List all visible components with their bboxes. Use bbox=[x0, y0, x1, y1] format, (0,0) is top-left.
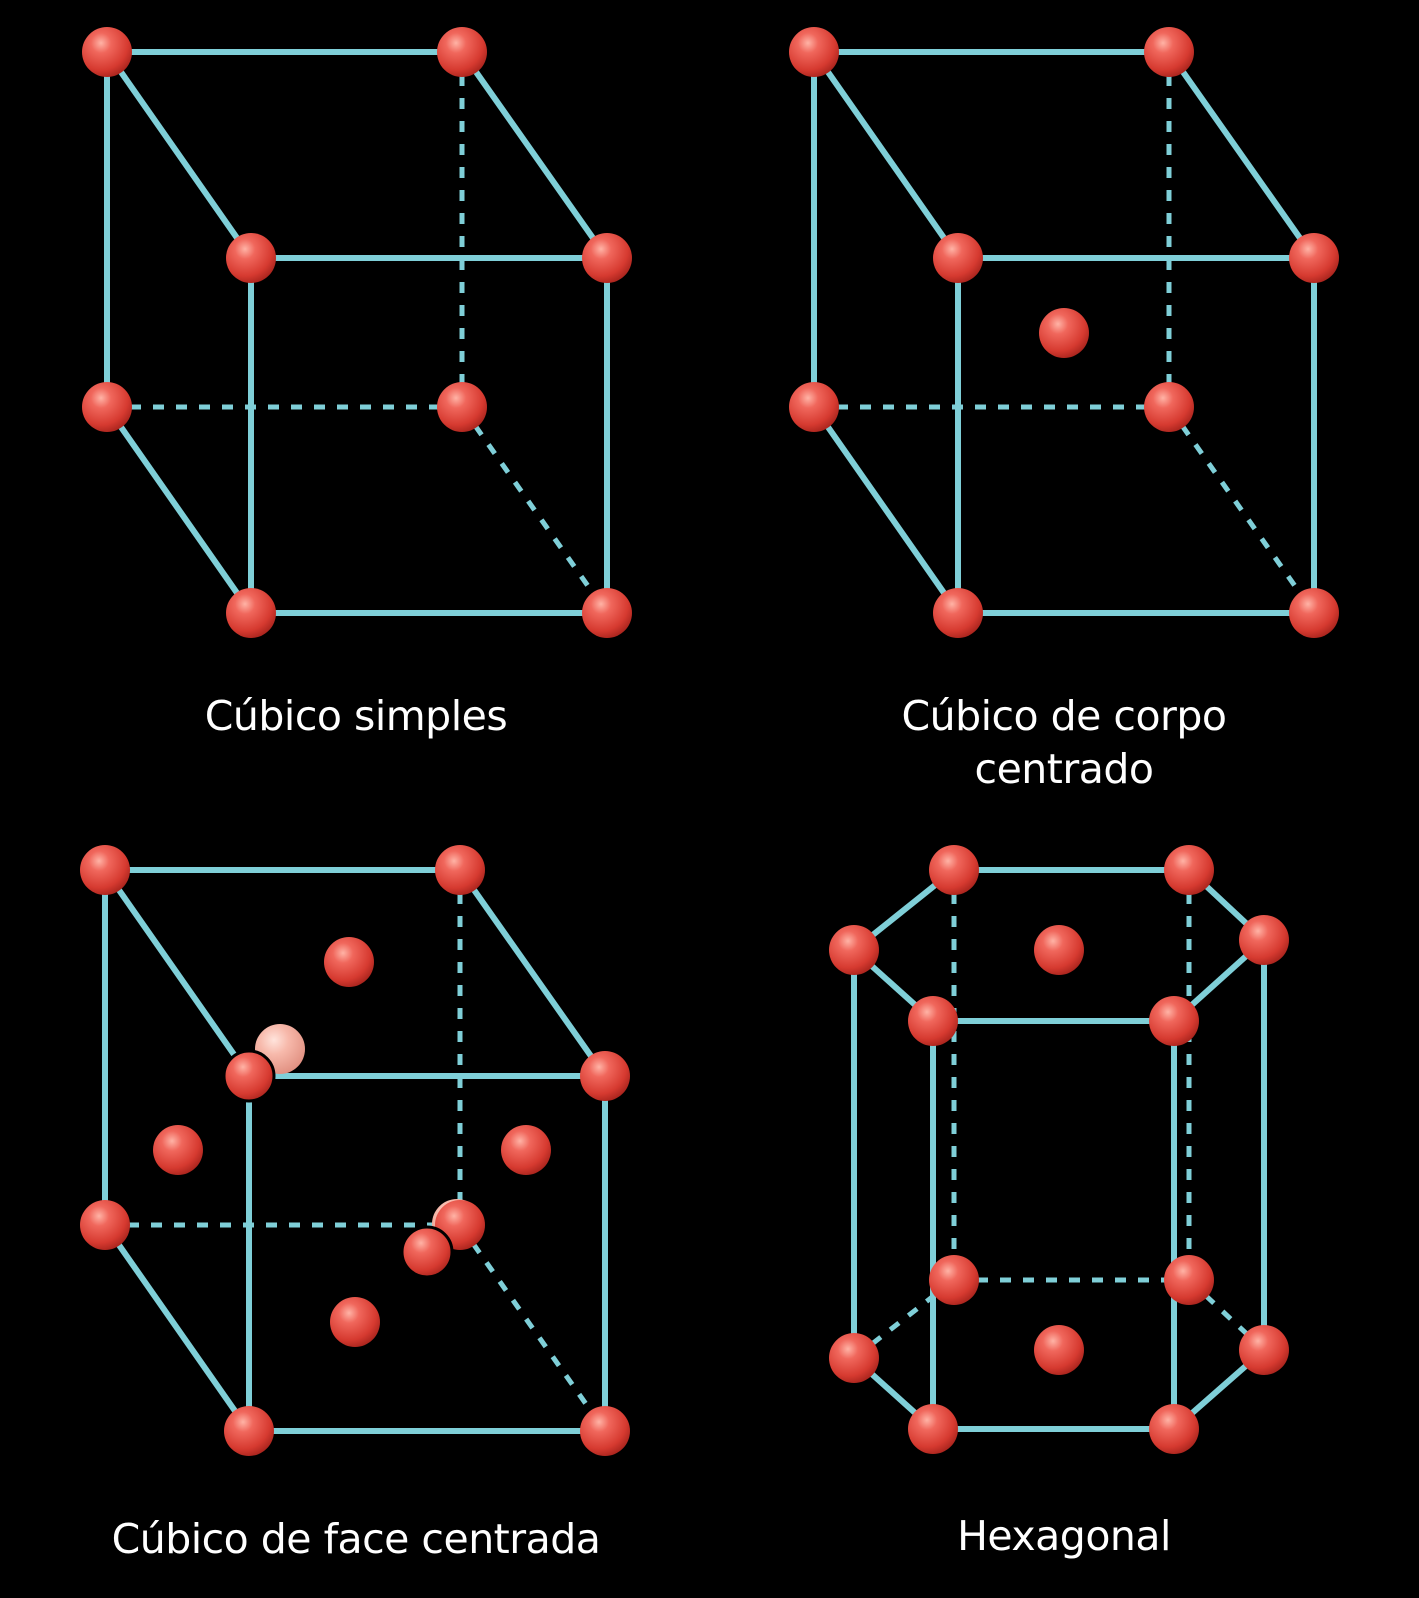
caption-line: Cúbico de corpo bbox=[901, 692, 1227, 740]
caption-face-centered-cubic: Cúbico de face centrada bbox=[56, 1513, 656, 1566]
caption-line: Cúbico simples bbox=[204, 692, 508, 740]
corner-atom bbox=[582, 588, 632, 638]
corner-atom bbox=[222, 1049, 276, 1103]
bond-line bbox=[102, 1223, 252, 1433]
caption-line: centrado bbox=[974, 745, 1154, 793]
corner-atom bbox=[80, 845, 130, 895]
vertex-atom bbox=[1149, 1404, 1199, 1454]
bond-line bbox=[1166, 50, 1317, 260]
face-center-atom bbox=[324, 937, 374, 987]
face-center-atom bbox=[400, 1225, 454, 1279]
vertex-atom bbox=[1164, 845, 1214, 895]
corner-atom bbox=[933, 233, 983, 283]
caption-simple-cubic: Cúbico simples bbox=[56, 690, 656, 743]
caption-line: Cúbico de face centrada bbox=[111, 1515, 601, 1563]
corner-atom bbox=[435, 845, 485, 895]
vertex-atom bbox=[829, 1333, 879, 1383]
corner-atom bbox=[1144, 382, 1194, 432]
corner-atom bbox=[933, 588, 983, 638]
corner-atom bbox=[789, 382, 839, 432]
caption-hexagonal: Hexagonal bbox=[764, 1510, 1364, 1563]
vertex-atom bbox=[1239, 1325, 1289, 1375]
corner-atom bbox=[437, 382, 487, 432]
corner-atom bbox=[224, 1406, 274, 1456]
bond-line bbox=[102, 868, 252, 1078]
corner-atom bbox=[437, 27, 487, 77]
corner-atom bbox=[80, 1200, 130, 1250]
vertex-atom bbox=[929, 1255, 979, 1305]
vertex-atom bbox=[908, 1404, 958, 1454]
face-center-atom bbox=[330, 1297, 380, 1347]
corner-atom bbox=[580, 1051, 630, 1101]
vertex-atom bbox=[829, 925, 879, 975]
caption-body-centered-cubic: Cúbico de corpo centrado bbox=[764, 690, 1364, 796]
face-center-atom bbox=[153, 1125, 203, 1175]
corner-atom bbox=[1289, 588, 1339, 638]
bond-line bbox=[457, 868, 608, 1078]
face-center-atom bbox=[501, 1125, 551, 1175]
corner-atom bbox=[82, 27, 132, 77]
basal-center-atom bbox=[1034, 925, 1084, 975]
vertex-atom bbox=[908, 996, 958, 1046]
vertex-atom bbox=[1164, 1255, 1214, 1305]
body-center-atom bbox=[1039, 308, 1089, 358]
corner-atom bbox=[789, 27, 839, 77]
bond-line bbox=[104, 50, 254, 260]
hidden-bond-line bbox=[459, 405, 610, 615]
vertex-atom bbox=[1239, 915, 1289, 965]
caption-line: Hexagonal bbox=[957, 1512, 1171, 1560]
hidden-bond-line bbox=[1187, 1278, 1266, 1352]
corner-atom bbox=[1289, 233, 1339, 283]
hidden-bond-line bbox=[1166, 405, 1317, 615]
vertex-atom bbox=[929, 845, 979, 895]
hidden-bond-line bbox=[457, 1223, 608, 1433]
vertex-atom bbox=[1149, 996, 1199, 1046]
atom-layer bbox=[80, 27, 1339, 1456]
bond-line bbox=[104, 405, 254, 615]
corner-atom bbox=[226, 233, 276, 283]
corner-atom bbox=[82, 382, 132, 432]
corner-atom bbox=[226, 588, 276, 638]
corner-atom bbox=[580, 1406, 630, 1456]
bond-line bbox=[811, 50, 961, 260]
corner-atom bbox=[582, 233, 632, 283]
bond-line bbox=[811, 405, 961, 615]
bond-line bbox=[459, 50, 610, 260]
corner-atom bbox=[1144, 27, 1194, 77]
basal-center-atom bbox=[1034, 1325, 1084, 1375]
